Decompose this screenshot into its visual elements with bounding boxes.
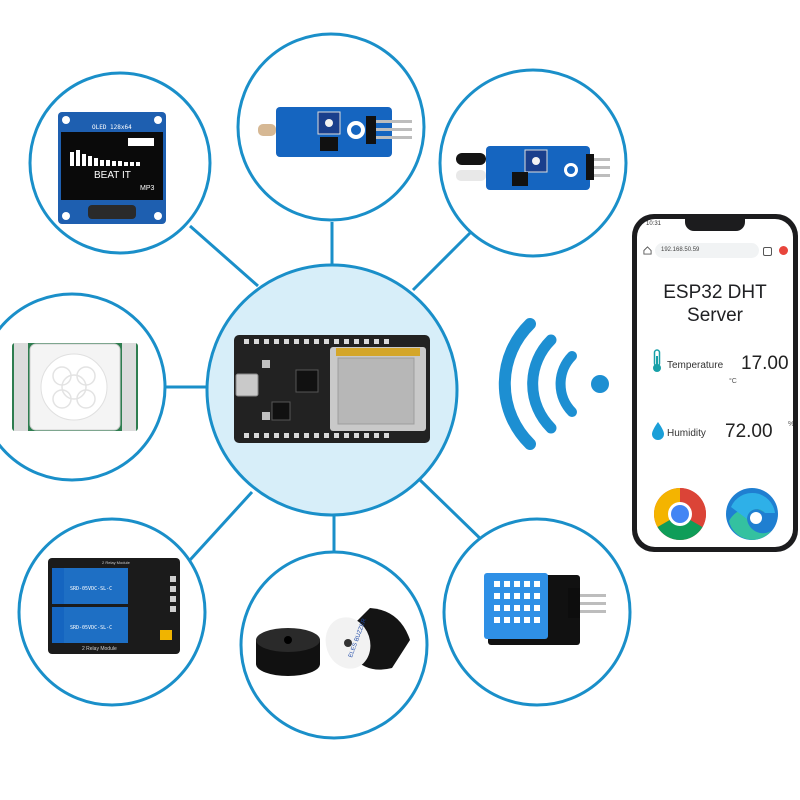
connector-relay	[188, 490, 254, 562]
url-text: 192.168.50.59	[661, 247, 700, 253]
relay-text-1: SRD-05VDC-SL-C	[70, 586, 112, 592]
relay-footer: 2 Relay Module	[82, 646, 117, 652]
wifi-signal-icon	[498, 318, 609, 450]
buzzer-module: ELES BUZZER	[256, 608, 410, 676]
thermometer-icon	[653, 349, 661, 372]
dht-module	[484, 573, 606, 645]
humidity-reading: Humidity 72.00 %	[651, 415, 793, 445]
phone-mockup: 10:31 192.168.50.59 ESP32 DHT Server Tem…	[632, 214, 798, 552]
home-icon[interactable]	[643, 246, 652, 255]
humidity-label: Humidity	[667, 428, 706, 439]
tabs-button[interactable]	[763, 247, 772, 256]
ir-module	[456, 146, 610, 190]
water-drop-icon	[652, 422, 664, 440]
oled-corner-text: MP3	[140, 185, 155, 192]
page-title: ESP32 DHT Server	[637, 281, 793, 327]
temperature-unit: °C	[729, 378, 737, 385]
page-title-line2: Server	[687, 305, 743, 326]
ldr-module	[258, 107, 412, 157]
pir-module	[12, 343, 138, 431]
humidity-unit: %	[788, 421, 793, 428]
temperature-label: Temperature	[667, 360, 724, 371]
phone-notch	[685, 219, 745, 231]
oled-header-text: OLED 128x64	[92, 124, 132, 131]
connector-dht	[418, 478, 492, 550]
humidity-value: 72.00	[725, 421, 773, 442]
chrome-logo-icon[interactable]	[653, 487, 707, 541]
connectors	[160, 222, 492, 562]
phone-screen: 10:31 192.168.50.59 ESP32 DHT Server Tem…	[637, 219, 793, 547]
esp32-board	[234, 335, 430, 443]
relay-text-2: SRD-05VDC-SL-C	[70, 625, 112, 631]
menu-button[interactable]	[779, 246, 788, 255]
edge-logo-icon[interactable]	[725, 487, 779, 541]
address-bar[interactable]: 192.168.50.59	[655, 243, 759, 258]
relay-module: SRD-05VDC-SL-C SRD-05VDC-SL-C 2 Relay Mo…	[48, 558, 180, 654]
oled-module: OLED 128x64 BEAT IT MP3	[58, 112, 166, 224]
connector-ir	[411, 226, 477, 292]
page-title-line1: ESP32 DHT	[663, 282, 767, 303]
temperature-reading: Temperature 17.00 °C	[651, 347, 793, 385]
status-time: 10:31	[646, 221, 662, 227]
oled-beat-text: BEAT IT	[94, 170, 131, 181]
relay-title: 2 Relay Module	[102, 560, 131, 565]
connector-oled	[189, 224, 259, 288]
temperature-value: 17.00	[741, 353, 789, 374]
